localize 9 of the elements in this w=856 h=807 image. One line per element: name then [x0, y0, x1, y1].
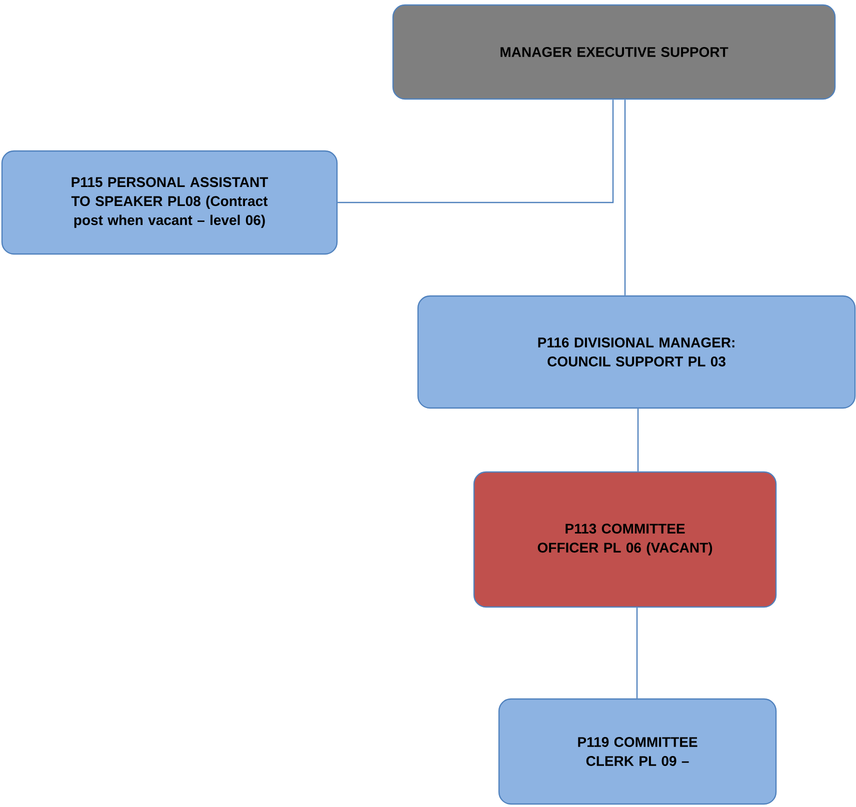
org-box: MANAGER EXECUTIVE SUPPORT	[392, 4, 836, 100]
connector-line	[624, 100, 626, 296]
connector-line	[637, 408, 639, 472]
org-box: P116 DIVISIONAL MANAGER: COUNCIL SUPPORT PL 03	[417, 295, 856, 409]
connector-line	[636, 608, 638, 698]
org-box: P115 PERSONAL ASSISTANT TO SPEAKER PL08 (Contract post when vacant – level 06)	[1, 150, 338, 255]
connector-line	[338, 100, 614, 204]
org-box: P113 COMMITTEE OFFICER PL 06 (VACANT)	[473, 471, 777, 608]
org-box: P119 COMMITTEE CLERK PL 09 –	[498, 698, 777, 805]
